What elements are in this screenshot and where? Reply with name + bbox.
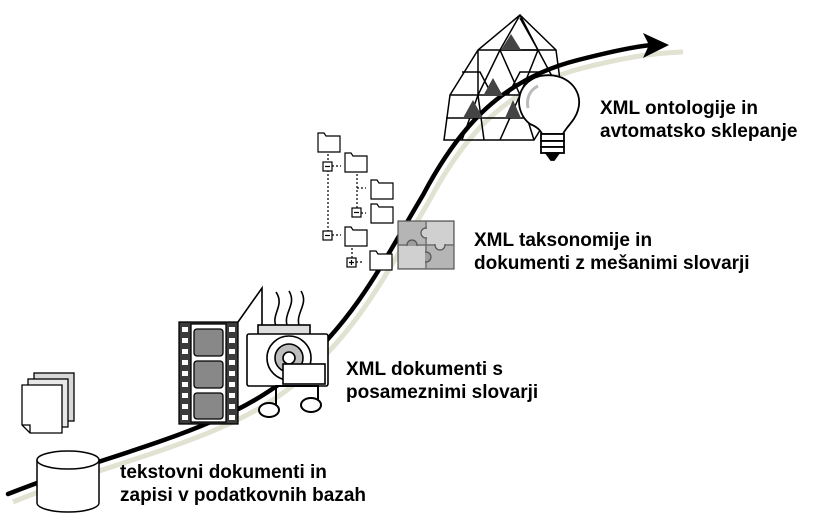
stage-4-label: XML ontologije in avtomatsko sklepanje	[600, 97, 797, 143]
stage-4-label-line-2: avtomatsko sklepanje	[600, 121, 798, 142]
lightbulb-icon	[518, 74, 581, 161]
stage-2-label-line-2: posameznimi slovarji	[346, 382, 539, 403]
stage-2-label-line-1: XML dokumenti s	[346, 359, 503, 380]
stage-3-label: XML taksonomije in dokumenti z mešanimi …	[474, 229, 750, 275]
stage-2-label: XML dokumenti s posameznimi slovarji	[346, 358, 538, 404]
arrow-head	[643, 33, 669, 58]
documents-icon	[21, 372, 75, 434]
stage-3-label-line-1: XML taksonomije in	[474, 230, 653, 251]
curve-shadow	[12, 49, 684, 505]
database-icon	[36, 450, 100, 513]
stage-3-label-line-2: dokumenti z mešanimi slovarji	[474, 253, 750, 274]
stage-4-label-line-1: XML ontologije in	[600, 98, 758, 119]
stage-1-label: tekstovni dokumenti in zapisi v podatkov…	[120, 461, 366, 507]
antenna-icon	[237, 285, 311, 336]
stage-1-label-line-1: tekstovni dokumenti in	[120, 462, 327, 483]
camera-icon	[246, 333, 329, 387]
folder-tree-icon	[317, 132, 394, 271]
music-note-icon	[258, 385, 322, 418]
stage-1-label-line-2: zapisi v podatkovnih bazah	[120, 485, 366, 506]
film-strip-icon	[178, 321, 239, 425]
growth-curve	[5, 42, 655, 497]
puzzle-icon	[397, 220, 455, 270]
